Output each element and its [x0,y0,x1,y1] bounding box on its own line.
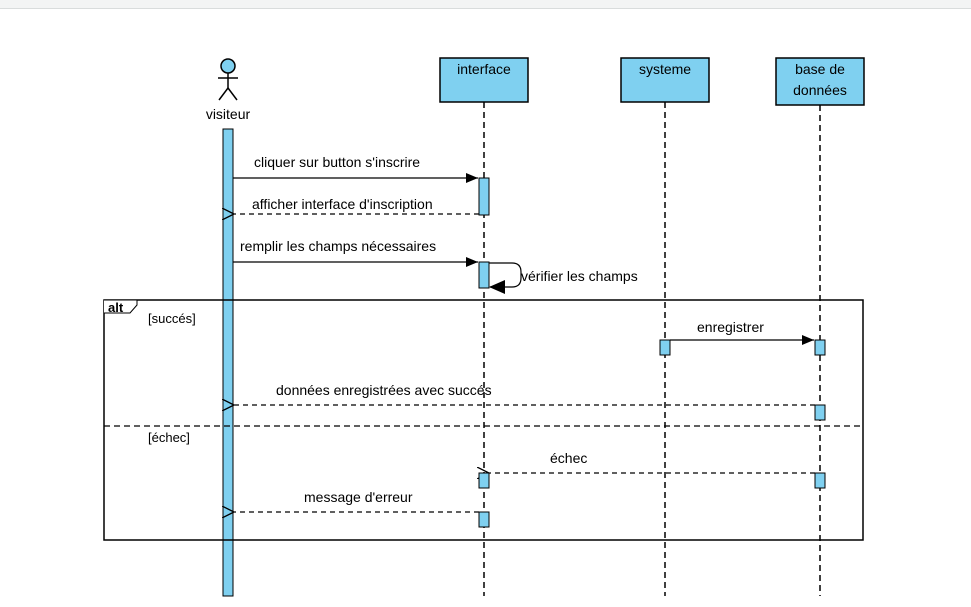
activation-systeme [659,339,671,356]
participant-base-de-donnees[interactable]: base de données [775,57,865,106]
actor-head-icon [220,58,236,74]
activation-visiteur [222,128,234,597]
window-top-bar [0,0,971,9]
message-label-3: remplir les champs nécessaires [240,238,436,254]
participant-interface[interactable]: interface [439,57,529,103]
participant-systeme[interactable]: systeme [620,57,710,103]
message-label-8: message d'erreur [304,489,413,505]
alt-fragment [103,299,864,541]
alt-fragment-tag [104,299,138,314]
message-arrowhead-4 [489,280,505,294]
message-label-7: échec [550,450,587,466]
alt-guard-2: [échec] [148,430,190,445]
activation-interface-2 [478,261,490,289]
actor-visiteur[interactable]: visiteur [206,58,251,122]
message-label-2: afficher interface d'inscription [252,196,433,212]
activation-interface-4 [478,511,490,528]
activation-interface-3 [478,472,490,489]
participant-bdd-label-2: données [793,82,847,98]
message-label-5: enregistrer [697,319,764,335]
message-arrow-4 [489,262,522,288]
participant-interface-label: interface [457,61,511,77]
activation-bdd-1 [814,339,826,356]
message-label-6: données enregistrées avec succés [276,382,492,398]
activation-bdd-3 [814,472,826,489]
activation-bdd-2 [814,404,826,421]
message-label-4: vérifier les champs [521,268,638,284]
message-label-1: cliquer sur button s'inscrire [254,154,420,170]
actor-label: visiteur [206,106,251,122]
alt-operator-label: alt [108,300,124,315]
activation-interface-1 [478,177,490,216]
participant-bdd-label-1: base de [795,61,845,77]
alt-guard-1: [succés] [148,311,196,326]
participant-systeme-label: systeme [639,61,691,77]
